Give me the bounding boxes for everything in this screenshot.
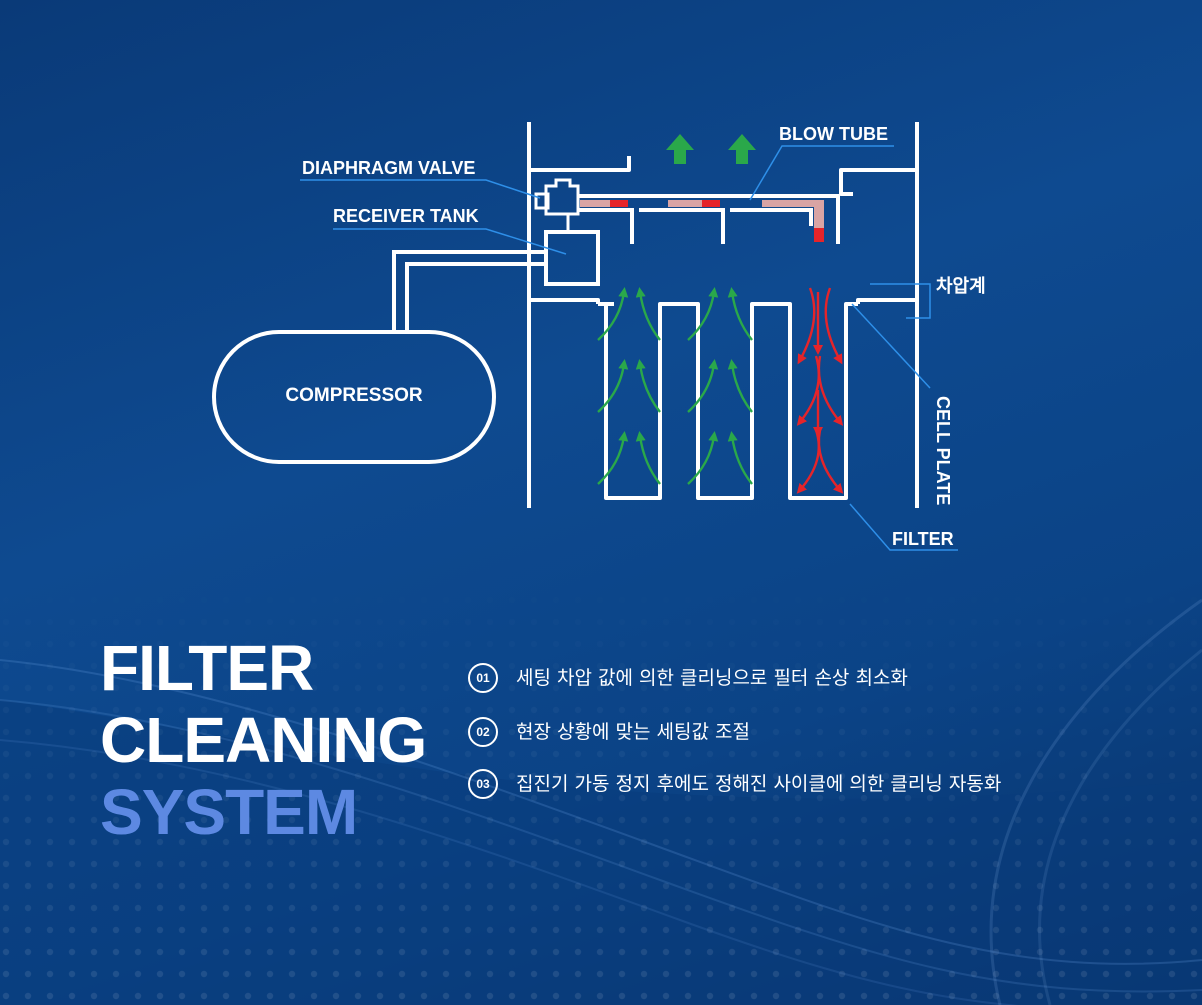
airflow-up-arrows xyxy=(597,287,753,485)
feature-number-badge: 02 xyxy=(468,717,498,747)
compressor-shape xyxy=(212,330,496,464)
label-cell-plate: CELL PLATE xyxy=(933,396,953,505)
label-blow-tube: BLOW TUBE xyxy=(779,124,888,144)
title-line-3: SYSTEM xyxy=(100,776,358,848)
label-compressor: COMPRESSOR xyxy=(285,385,423,406)
housing xyxy=(527,122,919,508)
receiver-tank-shape xyxy=(544,230,600,286)
title-line-1: FILTER xyxy=(100,632,314,704)
label-filter: FILTER xyxy=(892,529,954,549)
feature-text: 집진기 가동 정지 후에도 정해진 사이클에 의한 클리닝 자동화 xyxy=(516,773,1002,795)
feature-text: 현장 상황에 맞는 세팅값 조절 xyxy=(516,721,750,743)
feature-number-badge: 01 xyxy=(468,663,498,693)
diaphragm-valve-shape xyxy=(534,178,580,232)
feature-list: 01 세팅 차압 값에 의한 클리닝으로 필터 손상 최소화 02 현장 상황에… xyxy=(466,658,1086,818)
feature-item-3: 03 집진기 가동 정지 후에도 정해진 사이클에 의한 클리닝 자동화 xyxy=(466,764,1086,804)
filter-cleaning-diagram: BLOW TUBE DIAPHRAGM VALVE RECEIVER TANK … xyxy=(212,122,986,551)
cleaning-pulse-arrows xyxy=(796,287,844,494)
feature-item-1: 01 세팅 차압 값에 의한 클리닝으로 필터 손상 최소화 xyxy=(466,658,1086,698)
label-differential-gauge: 차압계 xyxy=(936,276,986,297)
label-diaphragm-valve: DIAPHRAGM VALVE xyxy=(302,158,475,178)
title-line-2: CLEANING xyxy=(100,704,427,776)
filter-bags xyxy=(598,302,858,500)
feature-text: 세팅 차압 값에 의한 클리닝으로 필터 손상 최소화 xyxy=(516,667,908,689)
feature-number-badge: 03 xyxy=(468,769,498,799)
air-pipe xyxy=(392,250,546,332)
page-title: FILTER CLEANING SYSTEM xyxy=(100,632,427,848)
top-outlet-arrows xyxy=(666,134,756,164)
label-receiver-tank: RECEIVER TANK xyxy=(333,206,479,226)
feature-item-2: 02 현장 상황에 맞는 세팅값 조절 xyxy=(466,712,1086,752)
leader-lines xyxy=(300,145,958,551)
blow-tube xyxy=(578,194,840,244)
